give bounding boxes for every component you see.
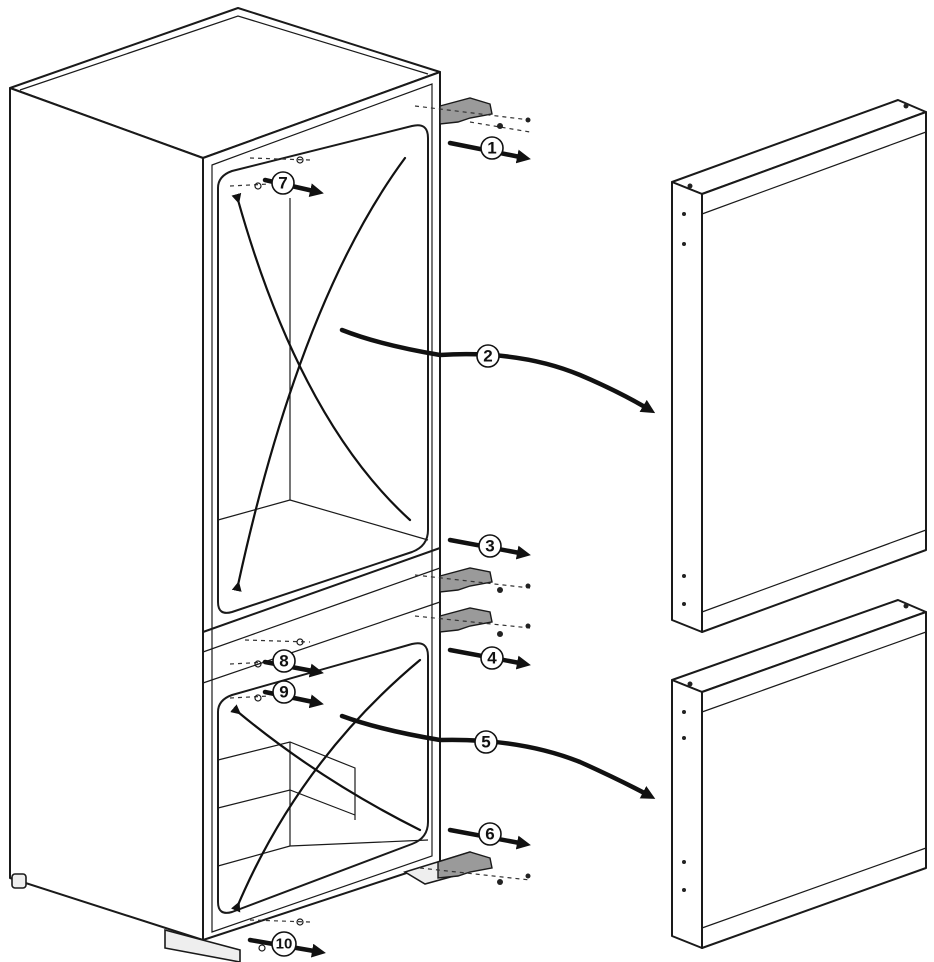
- fridge-cabinet: [9, 7, 492, 962]
- svg-text:9: 9: [279, 683, 288, 702]
- svg-text:6: 6: [485, 825, 494, 844]
- middle-hinge-group-lower: [414, 607, 531, 637]
- freezer-compartment-opening: [217, 642, 429, 914]
- door-transfer-arrows: [339, 327, 656, 799]
- callout-6: 6: [478, 822, 502, 846]
- middle-hinge-lower: [439, 607, 493, 633]
- middle-hinge-upper: [439, 567, 493, 593]
- callout-1: 1: [480, 136, 504, 160]
- bottom-hinge-group: [419, 851, 531, 885]
- lower-door: [671, 599, 927, 949]
- screws-10: [249, 918, 311, 952]
- door-motion-arrows: [230, 156, 422, 913]
- lower-door-side-edge: [671, 679, 703, 949]
- upper-door-side-edge: [671, 181, 703, 633]
- base-plinth: [164, 928, 241, 962]
- callout-4: 4: [480, 646, 504, 670]
- svg-text:10: 10: [276, 936, 293, 953]
- svg-text:1: 1: [487, 139, 496, 158]
- screws-7: [229, 156, 311, 190]
- callout-7: 7: [271, 171, 295, 195]
- foot: [11, 873, 27, 889]
- compartment-divider: [202, 547, 441, 633]
- middle-hinge-group-upper: [414, 567, 531, 593]
- callout-2: 2: [476, 344, 500, 368]
- top-hinge: [439, 97, 493, 125]
- svg-text:2: 2: [483, 347, 492, 366]
- callout-10: 10: [271, 931, 297, 957]
- callout-8: 8: [272, 649, 296, 673]
- svg-text:3: 3: [485, 537, 494, 556]
- fridge-compartment-opening: [217, 124, 429, 614]
- lower-door-front: [701, 611, 927, 949]
- upper-door-front: [701, 111, 927, 633]
- svg-text:8: 8: [279, 652, 288, 671]
- top-hinge-group: [414, 97, 531, 133]
- svg-text:5: 5: [481, 733, 490, 752]
- callout-9: 9: [272, 680, 296, 704]
- callout-5: 5: [474, 730, 498, 754]
- svg-text:4: 4: [487, 649, 497, 668]
- callout-3: 3: [478, 534, 502, 558]
- svg-text:7: 7: [278, 174, 287, 193]
- cabinet-side: [9, 87, 204, 941]
- bottom-hinge: [437, 851, 493, 879]
- upper-door: [671, 99, 927, 633]
